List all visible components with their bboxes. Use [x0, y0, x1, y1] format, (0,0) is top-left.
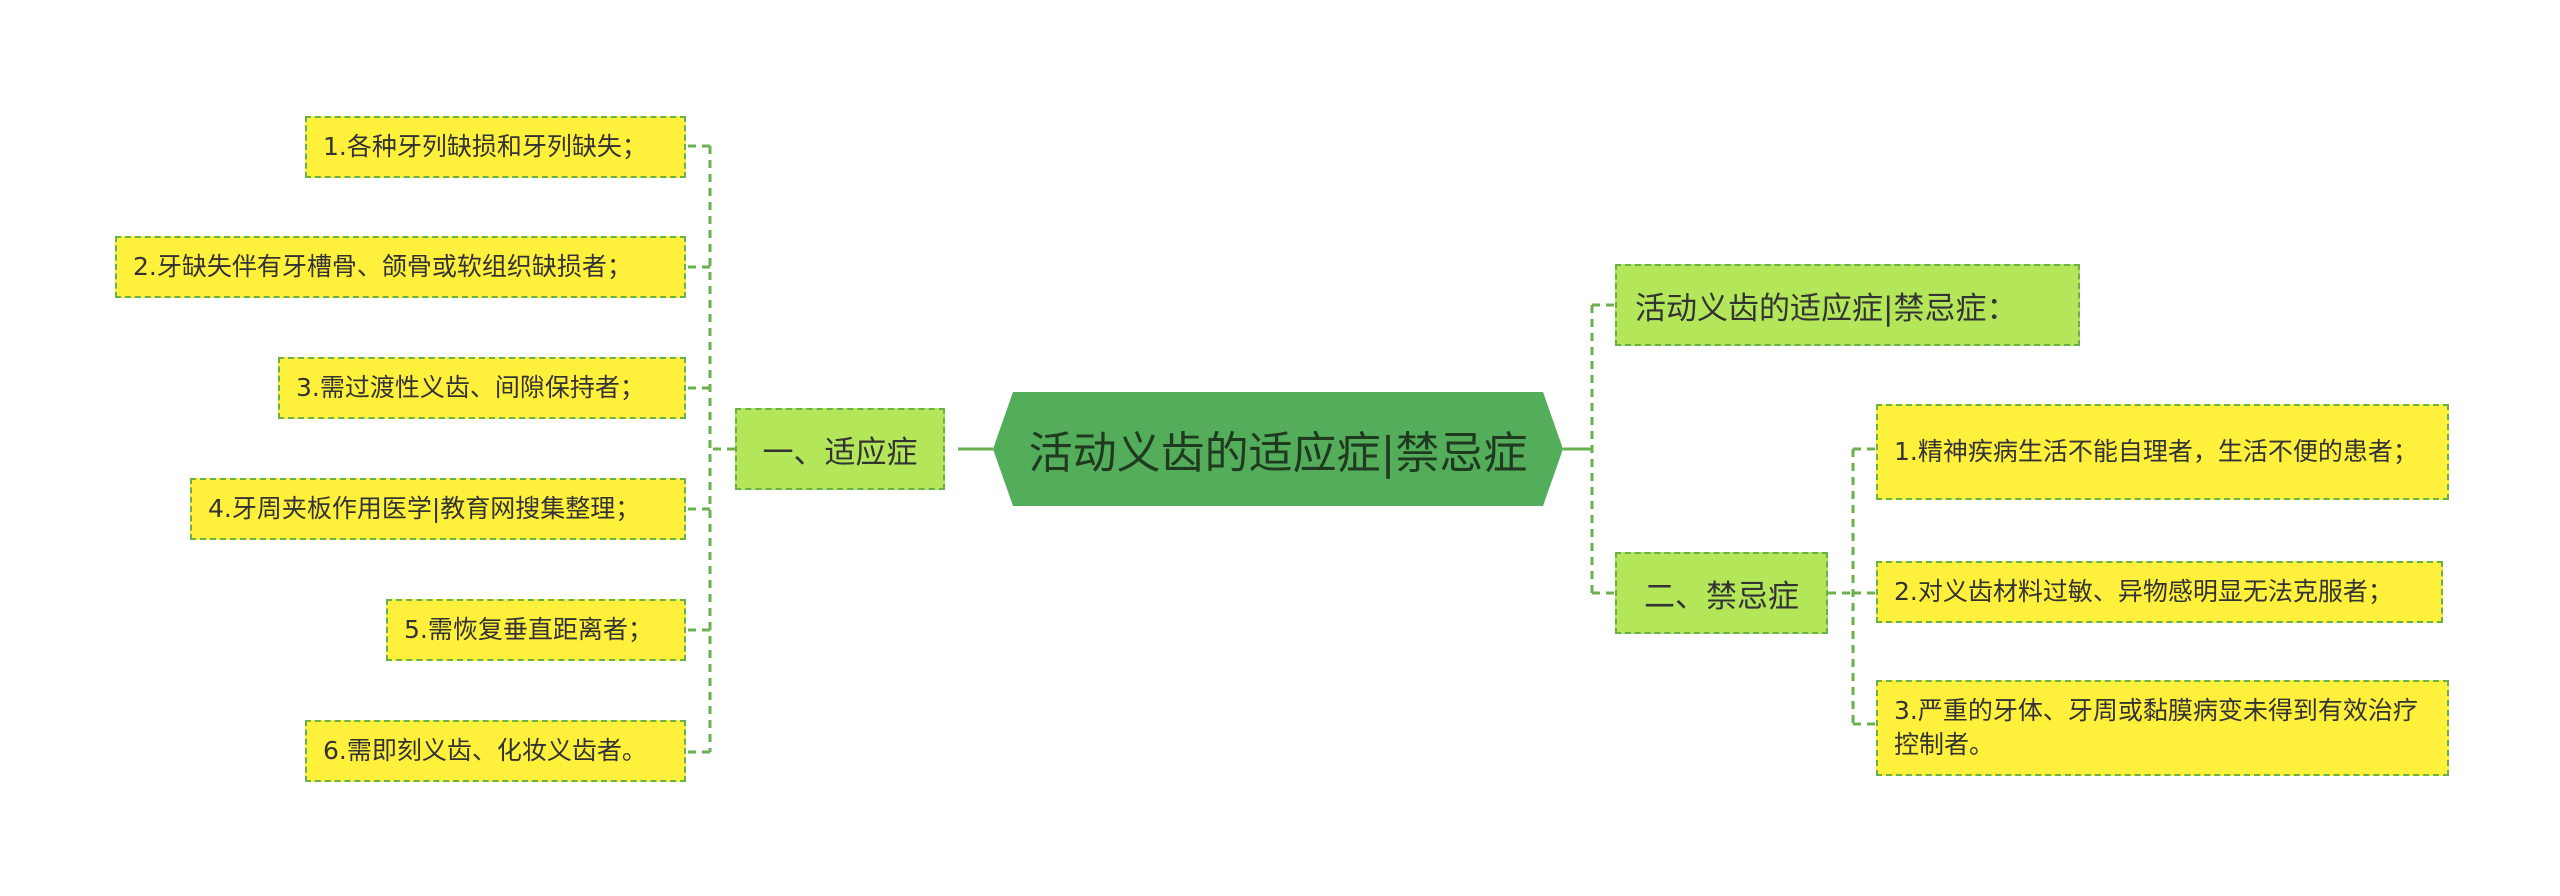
indication-item-3-text: 3.需过渡性义齿、间隙保持者；: [296, 373, 645, 402]
indication-item-5[interactable]: 5.需恢复垂直距离者；: [386, 599, 686, 661]
indication-item-1[interactable]: 1.各种牙列缺损和牙列缺失；: [305, 116, 686, 178]
topic-summary-node[interactable]: 活动义齿的适应症|禁忌症：: [1615, 264, 2080, 346]
indication-item-6-text: 6.需即刻义齿、化妆义齿者。: [323, 736, 647, 765]
indication-item-6[interactable]: 6.需即刻义齿、化妆义齿者。: [305, 720, 686, 782]
indication-item-5-text: 5.需恢复垂直距离者；: [404, 615, 653, 644]
contraindication-item-3-text: 3.严重的牙体、牙周或黏膜病变未得到有效治疗控制者。: [1894, 696, 2418, 759]
root-node[interactable]: 活动义齿的适应症|禁忌症: [993, 392, 1563, 506]
contraindication-item-2[interactable]: 2.对义齿材料过敏、异物感明显无法克服者；: [1876, 561, 2443, 623]
branch-contraindications[interactable]: 二、禁忌症: [1615, 552, 1828, 634]
contraindication-item-1[interactable]: 1.精神疾病生活不能自理者，生活不便的患者；: [1876, 404, 2449, 500]
branch-indications[interactable]: 一、适应症: [735, 408, 945, 490]
topic-summary-label: 活动义齿的适应症|禁忌症：: [1635, 290, 2018, 327]
contraindication-item-1-text: 1.精神疾病生活不能自理者，生活不便的患者；: [1894, 437, 2418, 466]
indication-item-2-text: 2.牙缺失伴有牙槽骨、颌骨或软组织缺损者；: [133, 252, 632, 281]
root-title: 活动义齿的适应症|禁忌症: [1028, 428, 1528, 479]
indication-item-2[interactable]: 2.牙缺失伴有牙槽骨、颌骨或软组织缺损者；: [115, 236, 686, 298]
indication-item-4[interactable]: 4.牙周夹板作用医学|教育网搜集整理；: [190, 478, 686, 540]
indication-item-4-text: 4.牙周夹板作用医学|教育网搜集整理；: [208, 494, 641, 523]
contraindication-item-3[interactable]: 3.严重的牙体、牙周或黏膜病变未得到有效治疗控制者。: [1876, 680, 2449, 776]
branch-indications-label: 一、适应症: [762, 434, 918, 471]
indication-item-3[interactable]: 3.需过渡性义齿、间隙保持者；: [278, 357, 686, 419]
contraindication-item-2-text: 2.对义齿材料过敏、异物感明显无法克服者；: [1894, 577, 2393, 606]
indication-item-1-text: 1.各种牙列缺损和牙列缺失；: [323, 132, 647, 161]
branch-contraindications-label: 二、禁忌症: [1644, 578, 1799, 615]
root-hexagon-shape: [993, 392, 1563, 506]
